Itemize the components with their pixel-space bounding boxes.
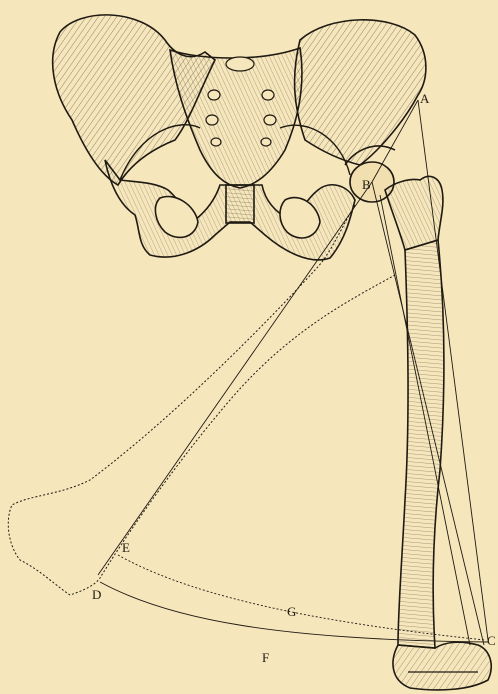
femoral-shaft bbox=[398, 240, 444, 648]
label-B: B bbox=[362, 178, 371, 191]
line-B-D bbox=[98, 182, 372, 575]
ghost-femur-outline bbox=[8, 205, 395, 595]
femoral-neck bbox=[385, 176, 443, 250]
label-D: D bbox=[92, 588, 101, 601]
label-A: A bbox=[420, 92, 429, 105]
pelvis bbox=[53, 15, 426, 260]
right-ilium bbox=[295, 20, 426, 165]
label-C: C bbox=[487, 634, 496, 647]
label-E: E bbox=[122, 541, 130, 554]
label-G: G bbox=[287, 605, 296, 618]
label-F: F bbox=[262, 651, 269, 664]
femoral-condyles bbox=[393, 642, 491, 690]
pubic-symphysis bbox=[226, 185, 254, 223]
